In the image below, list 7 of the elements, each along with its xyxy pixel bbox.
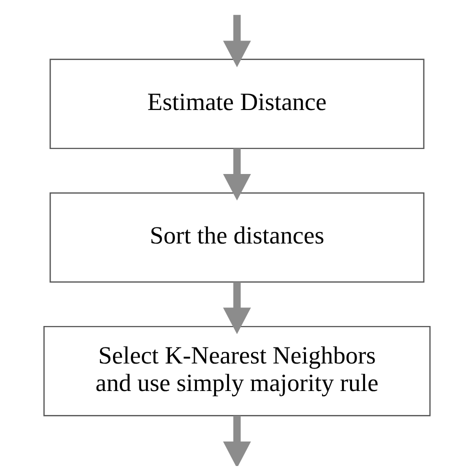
arrow [223, 415, 251, 466]
node-box: Sort the distances [50, 192, 424, 282]
arrow [223, 148, 251, 200]
arrow [223, 282, 251, 334]
arrow [223, 14, 251, 67]
node-box: Estimate Distance [50, 58, 424, 149]
node-box: Select K-Nearest Neighbors and use simply majority rule [43, 325, 431, 416]
